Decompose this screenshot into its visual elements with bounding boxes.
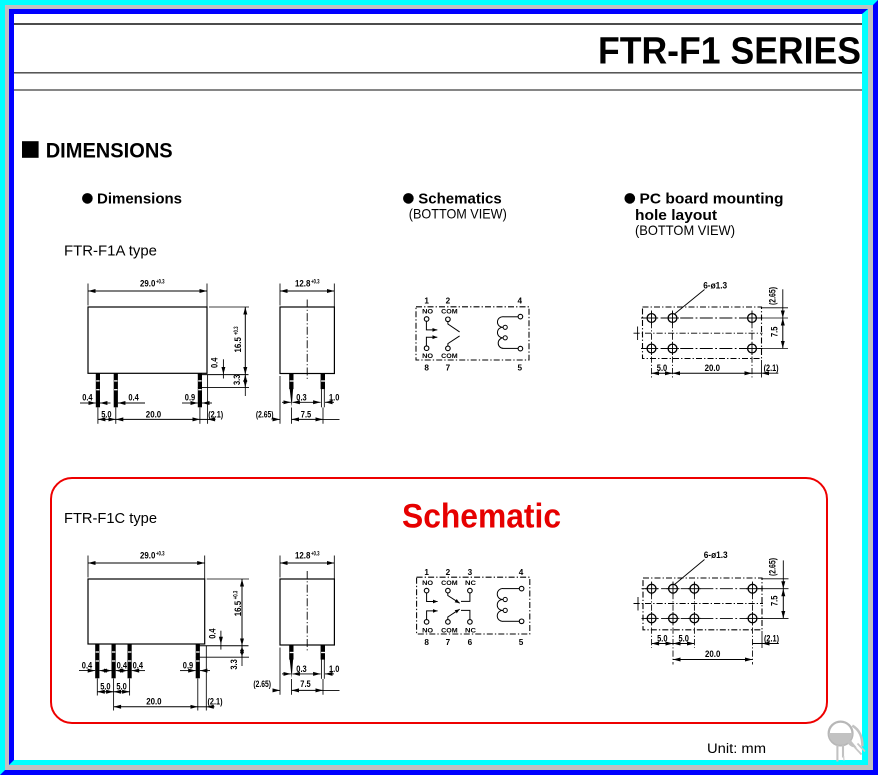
svg-text:7.5: 7.5 bbox=[770, 596, 780, 606]
svg-text:Schematics: Schematics bbox=[418, 191, 501, 208]
svg-text:6: 6 bbox=[468, 638, 473, 647]
svg-text:16.5: 16.5 bbox=[233, 601, 243, 616]
svg-text:0.4: 0.4 bbox=[128, 392, 138, 402]
svg-text:NC: NC bbox=[465, 628, 476, 635]
svg-text:2: 2 bbox=[446, 568, 451, 577]
svg-text:FTR-F1A type: FTR-F1A type bbox=[64, 242, 157, 259]
svg-text:3.3: 3.3 bbox=[229, 659, 239, 669]
svg-text:5: 5 bbox=[519, 638, 524, 647]
svg-text:4: 4 bbox=[519, 568, 524, 577]
svg-text:NO: NO bbox=[422, 580, 433, 587]
svg-text:0.3: 0.3 bbox=[296, 392, 306, 402]
svg-text:Schematic: Schematic bbox=[402, 498, 561, 536]
svg-text:(2.1): (2.1) bbox=[208, 409, 223, 419]
svg-text:0.4: 0.4 bbox=[82, 392, 92, 402]
svg-text:7.5: 7.5 bbox=[301, 409, 311, 419]
svg-text:7: 7 bbox=[446, 638, 451, 647]
svg-text:COM: COM bbox=[441, 309, 458, 316]
svg-text:5: 5 bbox=[518, 364, 523, 373]
svg-text:5.0: 5.0 bbox=[101, 409, 111, 419]
svg-text:DIMENSIONS: DIMENSIONS bbox=[46, 138, 173, 162]
svg-text:FTR-F1 SERIES: FTR-F1 SERIES bbox=[598, 31, 861, 73]
svg-text:NO: NO bbox=[422, 353, 433, 360]
svg-text:+0.3: +0.3 bbox=[233, 590, 240, 599]
svg-text:20.0: 20.0 bbox=[146, 697, 161, 707]
svg-text:Dimensions: Dimensions bbox=[97, 191, 182, 208]
svg-text:1: 1 bbox=[424, 568, 429, 577]
svg-text:COM: COM bbox=[441, 628, 458, 635]
svg-text:0.4: 0.4 bbox=[207, 628, 217, 638]
svg-text:FTR-F1C type: FTR-F1C type bbox=[64, 510, 157, 527]
svg-text:2: 2 bbox=[446, 296, 451, 305]
svg-text:4: 4 bbox=[518, 296, 523, 305]
svg-text:6-ø1.3: 6-ø1.3 bbox=[704, 550, 728, 560]
svg-text:(BOTTOM VIEW): (BOTTOM VIEW) bbox=[409, 206, 507, 222]
svg-text:29.0: 29.0 bbox=[140, 279, 155, 289]
svg-text:+0.3: +0.3 bbox=[156, 551, 165, 558]
svg-text:0.9: 0.9 bbox=[185, 392, 195, 402]
svg-text:hole layout: hole layout bbox=[635, 207, 717, 224]
svg-text:(2.65): (2.65) bbox=[768, 558, 778, 576]
svg-text:COM: COM bbox=[441, 353, 458, 360]
svg-text:+0.3: +0.3 bbox=[311, 551, 320, 558]
svg-text:6-ø1.3: 6-ø1.3 bbox=[703, 280, 727, 290]
svg-text:20.0: 20.0 bbox=[705, 363, 720, 373]
svg-text:5.0: 5.0 bbox=[679, 633, 689, 643]
svg-text:NO: NO bbox=[422, 628, 433, 635]
svg-text:7.5: 7.5 bbox=[300, 679, 310, 689]
svg-text:(2.65): (2.65) bbox=[256, 409, 274, 419]
svg-text:7.5: 7.5 bbox=[770, 327, 780, 337]
svg-text:+0.3: +0.3 bbox=[311, 279, 320, 286]
svg-text:7: 7 bbox=[446, 364, 451, 373]
svg-text:8: 8 bbox=[424, 638, 429, 647]
svg-text:Unit: mm: Unit: mm bbox=[707, 741, 766, 756]
svg-text:(2.65): (2.65) bbox=[768, 287, 778, 305]
svg-text:3.3: 3.3 bbox=[232, 375, 242, 385]
svg-text:0.9: 0.9 bbox=[183, 660, 193, 670]
svg-text:+0.3: +0.3 bbox=[233, 326, 240, 335]
svg-text:NO: NO bbox=[422, 309, 433, 316]
svg-text:0.4: 0.4 bbox=[82, 660, 92, 670]
svg-text:5.0: 5.0 bbox=[657, 363, 667, 373]
svg-text:(2.1): (2.1) bbox=[208, 697, 223, 707]
svg-text:12.8: 12.8 bbox=[295, 551, 310, 561]
svg-text:8: 8 bbox=[424, 364, 429, 373]
svg-text:(2.1): (2.1) bbox=[764, 363, 779, 373]
svg-text:29.0: 29.0 bbox=[140, 551, 155, 561]
svg-text:(BOTTOM VIEW): (BOTTOM VIEW) bbox=[635, 222, 735, 238]
svg-text:NC: NC bbox=[465, 580, 476, 587]
svg-text:(2.65): (2.65) bbox=[253, 679, 271, 689]
svg-text:0.4: 0.4 bbox=[209, 358, 219, 368]
svg-text:0.4: 0.4 bbox=[133, 660, 143, 670]
svg-text:5.0: 5.0 bbox=[100, 682, 110, 692]
svg-text:5.0: 5.0 bbox=[657, 633, 667, 643]
svg-text:(2.1): (2.1) bbox=[764, 633, 779, 643]
svg-text:1.0: 1.0 bbox=[329, 392, 339, 402]
svg-text:1.0: 1.0 bbox=[329, 664, 339, 674]
svg-text:12.8: 12.8 bbox=[295, 279, 310, 289]
svg-text:+0.3: +0.3 bbox=[156, 279, 165, 286]
svg-text:PC board mounting: PC board mounting bbox=[640, 191, 784, 208]
svg-text:COM: COM bbox=[441, 580, 458, 587]
svg-text:20.0: 20.0 bbox=[146, 409, 161, 419]
svg-text:16.5: 16.5 bbox=[233, 337, 243, 352]
svg-text:3: 3 bbox=[468, 568, 473, 577]
svg-text:0.3: 0.3 bbox=[296, 664, 306, 674]
svg-text:5.0: 5.0 bbox=[116, 682, 126, 692]
svg-text:0.4: 0.4 bbox=[117, 660, 127, 670]
svg-text:20.0: 20.0 bbox=[705, 649, 720, 659]
svg-text:1: 1 bbox=[424, 296, 429, 305]
